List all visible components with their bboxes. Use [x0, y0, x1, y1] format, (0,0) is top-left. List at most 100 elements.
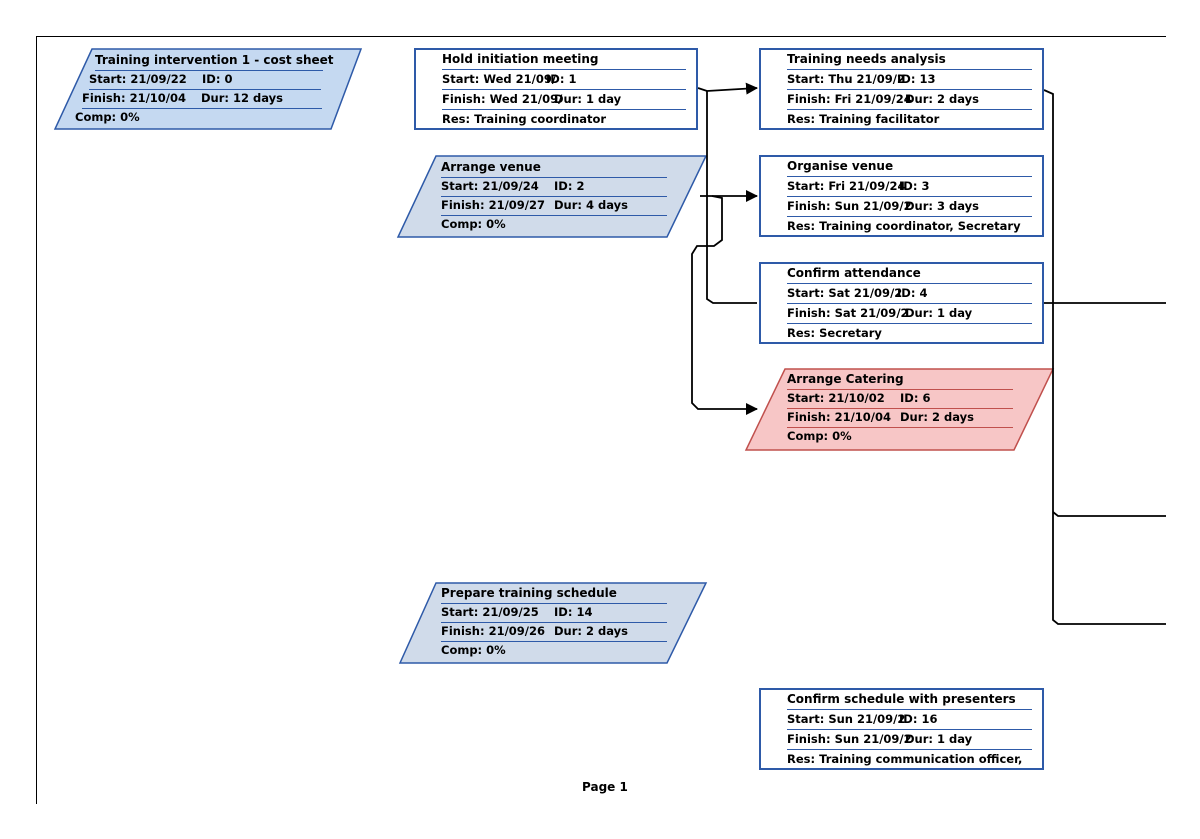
arrange-catering-id-label: ID: [900, 391, 919, 405]
organise-venue-finish-label: Finish: [787, 199, 831, 213]
hold-meeting-id-value: 1 [568, 72, 577, 86]
prepare-schedule-title: Prepare training schedule [441, 586, 617, 600]
organise-venue-start-value: Fri 21/09/24 [828, 179, 906, 193]
needs-analysis-id-label: ID: [897, 72, 916, 86]
needs-analysis-res-label: Res: [787, 112, 816, 126]
arrange-catering-start-value: 21/10/02 [828, 391, 885, 405]
hold-meeting-res-row: Res:Training coordinator [442, 110, 686, 129]
prepare-schedule-dur-label: Dur: [554, 624, 583, 638]
confirm-presenters-dur-value: 1 day [937, 732, 973, 746]
confirm-presenters-res-row: Res:Training communication officer, [787, 750, 1032, 769]
task-node-confirm-attendance[interactable]: Confirm attendance Start:Sat 21/09/2 ID:… [759, 262, 1044, 344]
summary-comp-label: Comp: [75, 110, 117, 124]
needs-analysis-finish-label: Finish: [787, 92, 831, 106]
arrange-catering-finish-row: Finish:21/10/04 Dur:2 days [787, 408, 1013, 428]
hold-meeting-title-row: Hold initiation meeting [442, 50, 686, 70]
link-venue-to-catering [691, 195, 758, 415]
arrange-venue-id-value: 2 [576, 179, 585, 193]
task-node-arrange-catering[interactable]: Arrange Catering Start:21/10/02 ID:6 Fin… [0, 0, 1013, 443]
page-border-left [36, 36, 37, 804]
organise-venue-dur-value: 3 days [937, 199, 980, 213]
organise-venue-title-row: Organise venue [787, 157, 1032, 177]
prepare-schedule-dur-value: 2 days [586, 624, 629, 638]
hold-meeting-finish-row: Finish:Wed 21/09/ Dur:1 day [442, 90, 686, 110]
hold-meeting-start-value: Wed 21/09/ [483, 72, 557, 86]
confirm-presenters-res-value: Training communication officer, [819, 752, 1023, 766]
prepare-schedule-finish-label: Finish: [441, 624, 485, 638]
arrange-venue-start-label: Start: [441, 179, 479, 193]
confirm-attendance-start-label: Start: [787, 286, 825, 300]
summary-comp-row: Comp:0% [75, 108, 315, 127]
prepare-schedule-comp-value: 0% [486, 643, 506, 657]
prepare-schedule-start-label: Start: [441, 605, 479, 619]
arrange-venue-id-label: ID: [554, 179, 573, 193]
organise-venue-finish-value: Sun 21/09/2 [834, 199, 912, 213]
summary-task-node[interactable]: Training intervention 1 - cost sheet Sta… [0, 0, 334, 124]
organise-venue-res-row: Res:Training coordinator, Secretary [787, 217, 1032, 236]
summary-start-row: Start:21/09/22 ID:0 [89, 70, 321, 90]
hold-meeting-dur-label: Dur: [554, 92, 583, 106]
confirm-presenters-id-value: 16 [921, 712, 938, 726]
arrange-catering-id-value: 6 [922, 391, 931, 405]
confirm-attendance-finish-label: Finish: [787, 306, 831, 320]
link-meeting-to-needs-analysis [697, 82, 758, 95]
task-node-training-needs-analysis[interactable]: Training needs analysis Start:Thu 21/09/… [759, 48, 1044, 130]
confirm-attendance-dur-label: Dur: [905, 306, 934, 320]
hold-meeting-res-value: Training coordinator [474, 112, 607, 126]
confirm-presenters-finish-label: Finish: [787, 732, 831, 746]
arrange-venue-finish-label: Finish: [441, 198, 485, 212]
prepare-schedule-comp-row: Comp:0% [441, 641, 641, 660]
prepare-schedule-id-label: ID: [554, 605, 573, 619]
hold-meeting-start-label: Start: [442, 72, 480, 86]
confirm-attendance-title: Confirm attendance [787, 266, 921, 280]
arrange-venue-comp-value: 0% [486, 217, 506, 231]
confirm-presenters-res-label: Res: [787, 752, 816, 766]
hold-meeting-finish-label: Finish: [442, 92, 486, 106]
summary-finish-value: 21/10/04 [129, 91, 186, 105]
summary-finish-row: Finish:21/10/04 Dur:12 days [82, 89, 322, 109]
confirm-presenters-start-value: Sun 21/09/2 [828, 712, 906, 726]
hold-meeting-res-label: Res: [442, 112, 471, 126]
arrange-venue-start-row: Start:21/09/24 ID:2 [441, 177, 667, 197]
confirm-presenters-dur-label: Dur: [905, 732, 934, 746]
link-meeting-to-confirm-attendance [706, 91, 757, 304]
arrange-venue-start-value: 21/09/24 [482, 179, 539, 193]
arrange-venue-dur-label: Dur: [554, 198, 583, 212]
needs-analysis-dur-value: 2 days [937, 92, 980, 106]
confirm-attendance-id-label: ID: [897, 286, 916, 300]
task-node-confirm-schedule-presenters[interactable]: Confirm schedule with presenters Start:S… [759, 688, 1044, 770]
confirm-presenters-finish-row: Finish:Sun 21/09/2 Dur:1 day [787, 730, 1032, 750]
task-node-prepare-training-schedule[interactable]: Prepare training schedule Start:21/09/25… [0, 0, 667, 657]
needs-analysis-finish-value: Fri 21/09/24 [834, 92, 912, 106]
needs-analysis-res-row: Res:Training facilitator [787, 110, 1032, 129]
summary-start-label: Start: [89, 72, 127, 86]
confirm-attendance-finish-row: Finish:Sat 21/09/2 Dur:1 day [787, 304, 1032, 324]
arrange-venue-dur-value: 4 days [586, 198, 629, 212]
organise-venue-id-value: 3 [921, 179, 930, 193]
organise-venue-res-label: Res: [787, 219, 816, 233]
task-node-organise-venue[interactable]: Organise venue Start:Fri 21/09/24 ID:3 F… [759, 155, 1044, 237]
prepare-schedule-finish-value: 21/09/26 [488, 624, 545, 638]
task-node-hold-initiation-meeting[interactable]: Hold initiation meeting Start:Wed 21/09/… [414, 48, 698, 130]
task-node-arrange-venue[interactable]: Arrange venue Start:21/09/24 ID:2 Finish… [0, 0, 667, 231]
confirm-attendance-res-value: Secretary [819, 326, 882, 340]
needs-analysis-dur-label: Dur: [905, 92, 934, 106]
organise-venue-finish-row: Finish:Sun 21/09/2 Dur:3 days [787, 197, 1032, 217]
confirm-presenters-finish-value: Sun 21/09/2 [834, 732, 912, 746]
needs-analysis-start-row: Start:Thu 21/09/2 ID:13 [787, 70, 1032, 90]
arrange-catering-comp-row: Comp:0% [787, 427, 987, 446]
arrange-venue-title: Arrange venue [441, 160, 541, 174]
arrange-catering-dur-value: 2 days [932, 410, 975, 424]
confirm-attendance-res-row: Res:Secretary [787, 324, 1032, 343]
arrange-venue-finish-row: Finish:21/09/27 Dur:4 days [441, 196, 667, 216]
confirm-attendance-dur-value: 1 day [937, 306, 973, 320]
summary-title: Training intervention 1 - cost sheet [95, 53, 334, 67]
arrange-catering-start-row: Start:21/10/02 ID:6 [787, 389, 1013, 409]
hold-meeting-id-label: ID: [546, 72, 565, 86]
hold-meeting-finish-value: Wed 21/09/ [489, 92, 563, 106]
confirm-attendance-title-row: Confirm attendance [787, 264, 1032, 284]
summary-dur-value: 12 days [233, 91, 284, 105]
summary-id-value: 0 [224, 72, 233, 86]
needs-analysis-title-row: Training needs analysis [787, 50, 1032, 70]
